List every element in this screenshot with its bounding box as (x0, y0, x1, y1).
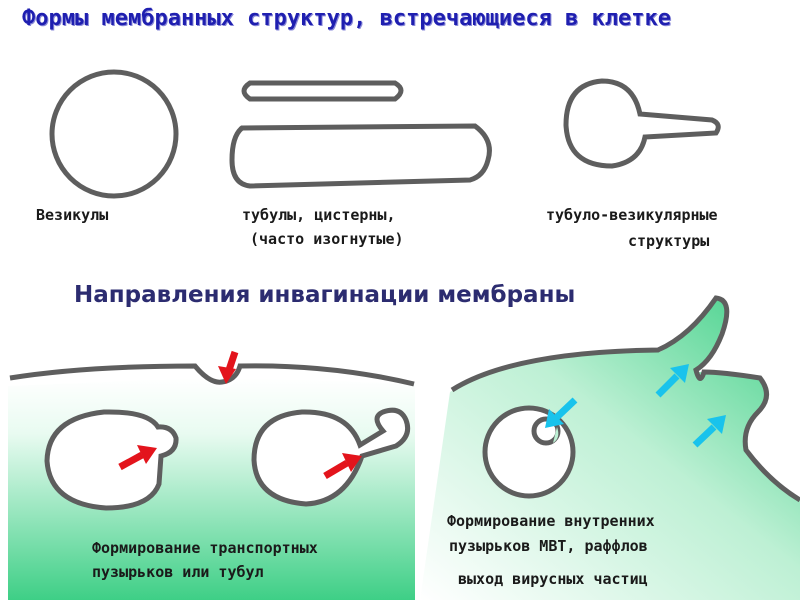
mvb-caption-line1: Формирование внутренних (447, 512, 655, 530)
tubules-label-line1: тубулы, цистерны, (242, 206, 396, 224)
mvb-arrow (545, 397, 578, 428)
virus-caption: выход вирусных частиц (458, 570, 648, 588)
vesicle-shape (49, 69, 179, 199)
transport-arrow (118, 445, 362, 480)
tubule-shapes (229, 80, 492, 189)
page-title: Формы мембранных структур, встречающиеся… (22, 6, 672, 31)
tubulovesicular-label-line1: тубуло-везикулярные (546, 206, 718, 224)
tubulovesicular-shape (563, 78, 721, 169)
left-organelle-bud (44, 409, 179, 511)
tubulovesicular-label-line2: структуры (628, 232, 710, 250)
right-cell-panel (420, 295, 800, 600)
virus-exit-arrow (692, 415, 726, 448)
section-subtitle: Направления инвагинации мембраны (74, 282, 576, 308)
left-organelle-tubule (251, 407, 411, 507)
transport-caption-line1: Формирование транспортных (92, 539, 318, 557)
vesicles-label: Везикулы (36, 206, 109, 224)
transport-caption-line2: пузырьков или тубул (92, 563, 264, 581)
ruffle-arrow (655, 364, 689, 398)
mvb-caption-line2: пузырьков МВТ, раффлов (449, 537, 648, 555)
invagination-arrow (218, 350, 239, 384)
tubules-label-line2: (часто изогнутые) (250, 230, 404, 248)
